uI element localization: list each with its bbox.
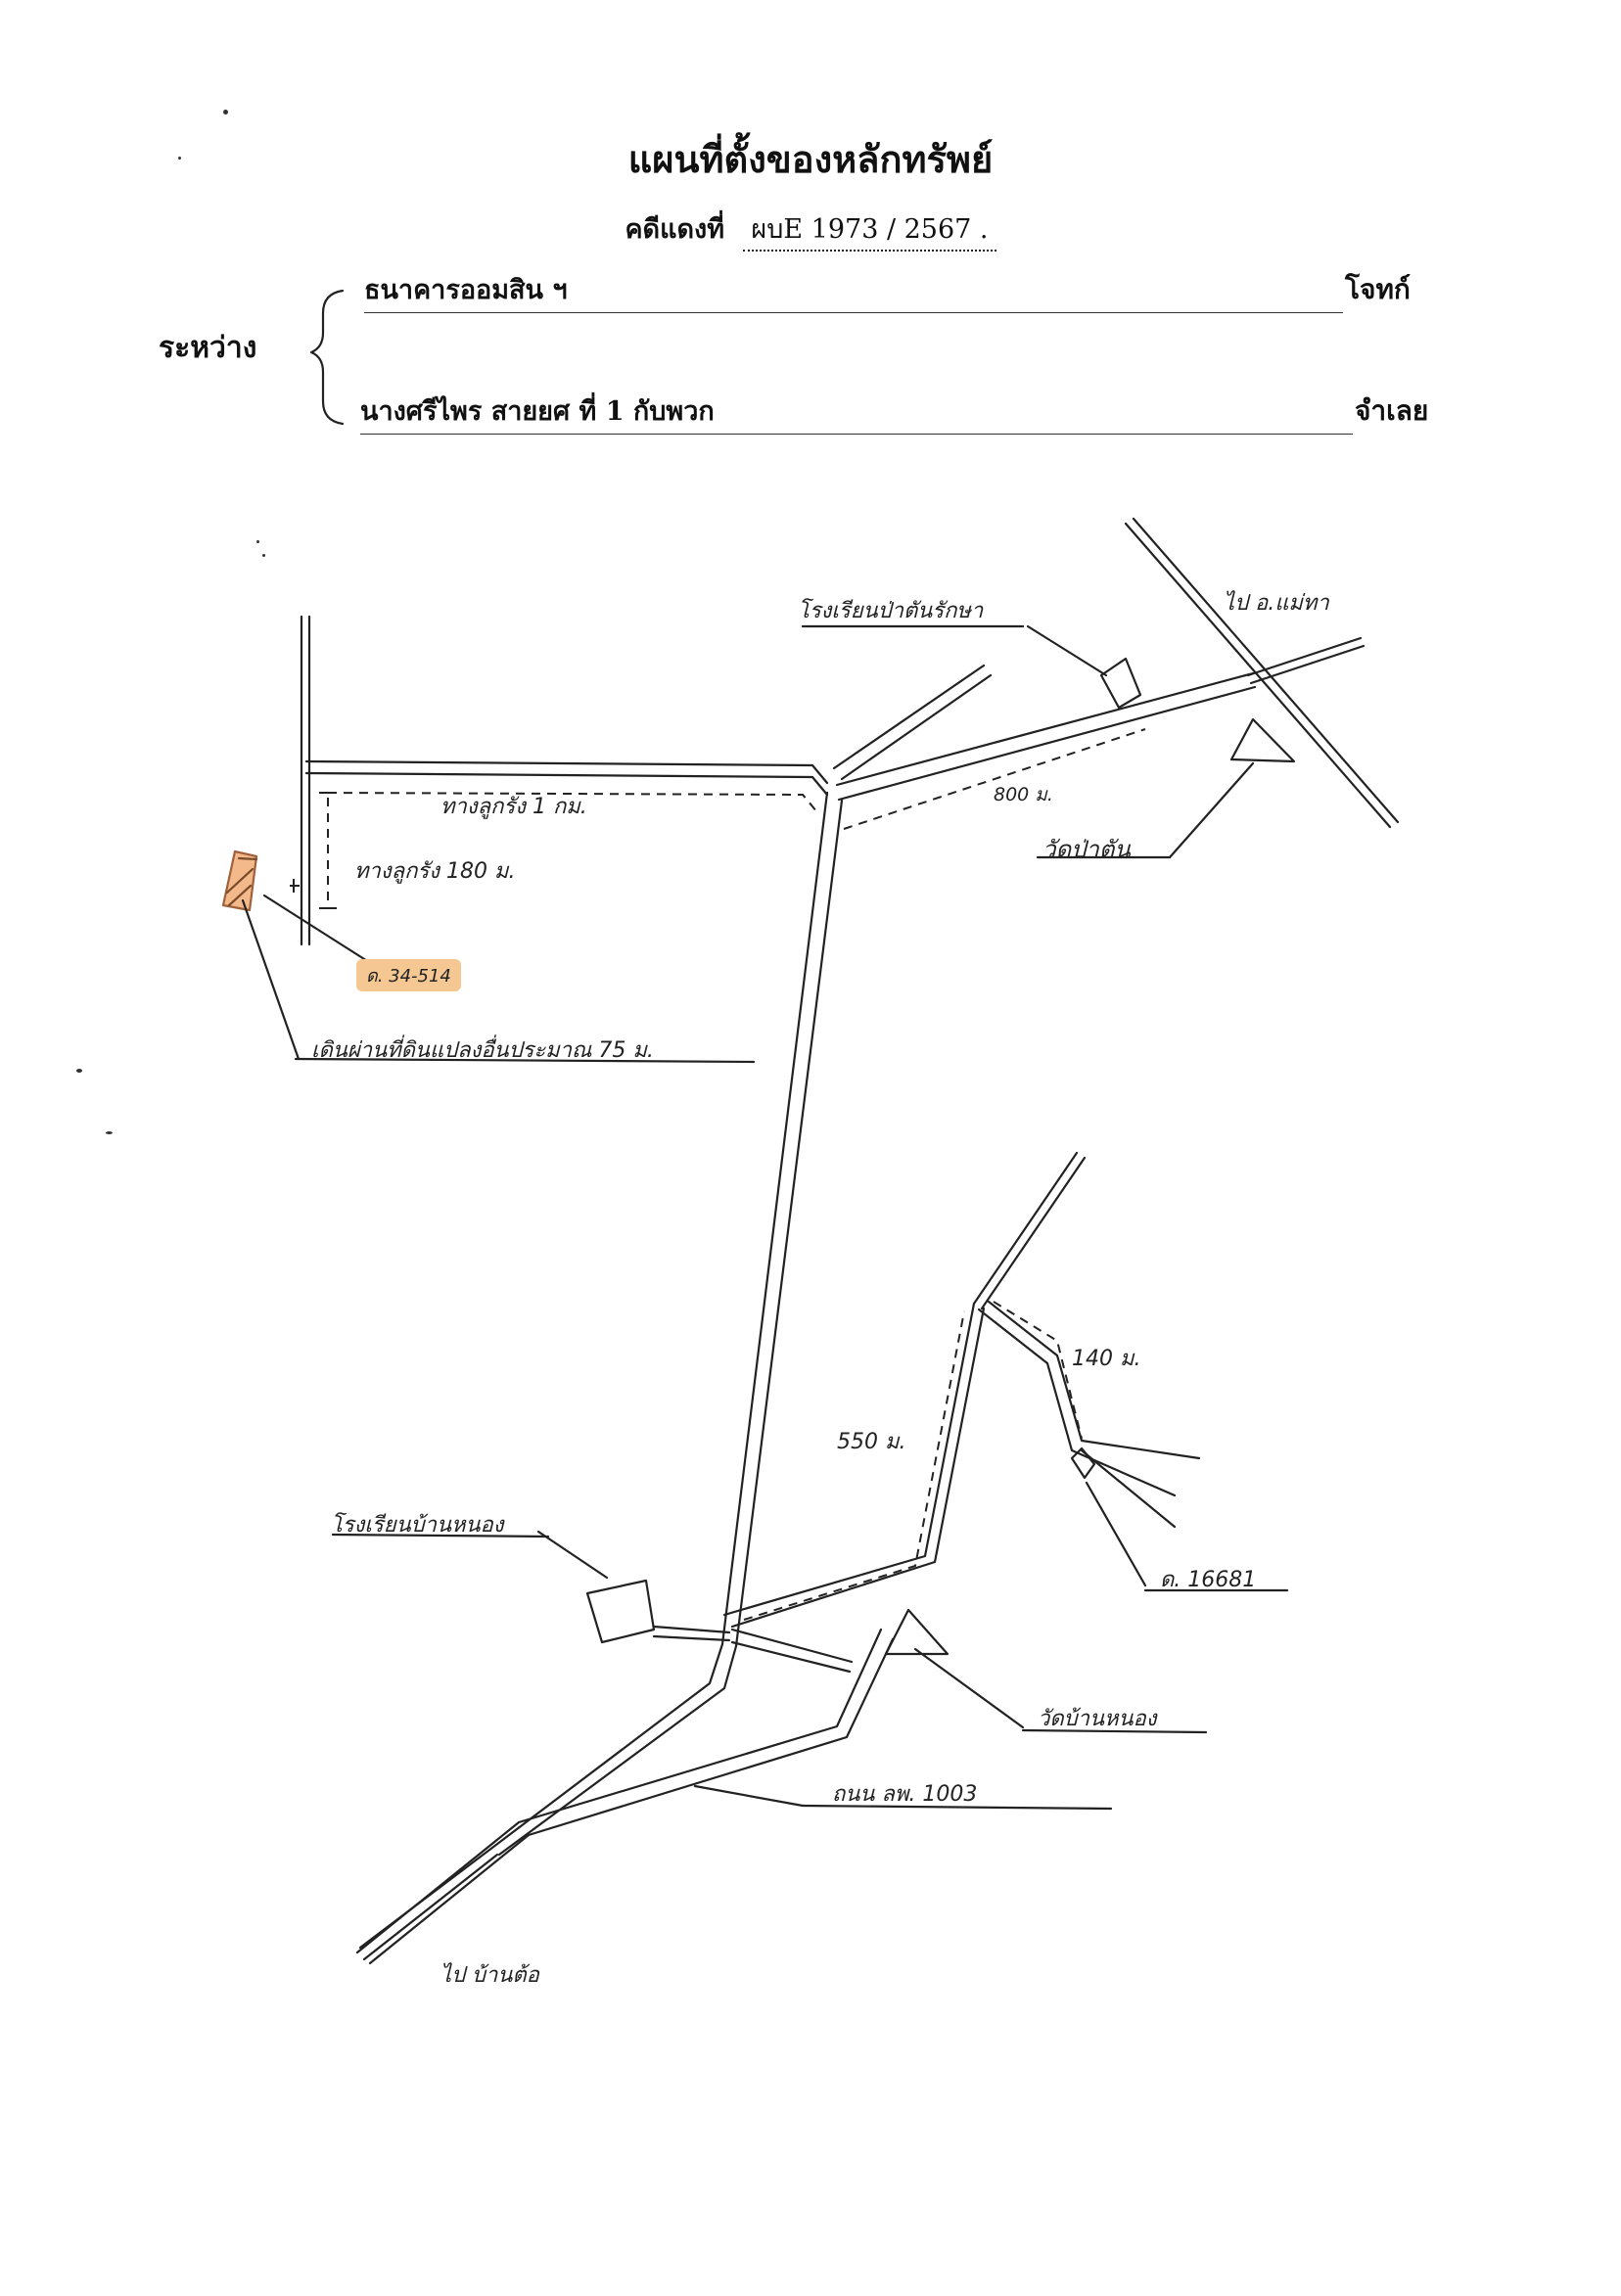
road-southwest-e — [368, 1637, 895, 1965]
label-parcel-b: ด. 16681 — [1160, 1568, 1257, 1592]
scan-speck — [223, 110, 228, 115]
road-stub-b — [840, 673, 993, 781]
parcel-b-shape — [1070, 1446, 1096, 1480]
cross-road-b — [730, 1640, 852, 1674]
road-southwest-d — [355, 1628, 883, 1954]
school-road-a — [652, 1625, 731, 1634]
plaintiff-name: ธนาคารออมสิน ฯ — [364, 268, 1343, 313]
temple-bottom-underline — [1021, 1728, 1208, 1734]
label-school-top: โรงเรียนป่าตันรักษา — [798, 599, 984, 623]
label-lane-1km: ทางลูกรัง 1 กม. — [440, 795, 587, 819]
temple-bottom-triangle — [884, 1608, 949, 1656]
road-east-2 — [1249, 644, 1366, 685]
defendant-name: นางศรีไพร สายยศ ที่ 1 กับพวก — [360, 390, 1353, 435]
south-inner-b — [730, 1307, 986, 1629]
school-top-shape — [1099, 657, 1142, 710]
label-walk-note: เดินผ่านที่ดินแปลงอื่นประมาณ 75 ม. — [311, 1038, 654, 1063]
case-number: ผบE 1973 / 2567 . — [743, 207, 996, 252]
pointer-temple-bottom — [913, 1647, 1025, 1729]
pointer-road-name — [693, 1784, 805, 1808]
road-southwest-b — [497, 1644, 738, 1857]
cross-road-a — [730, 1628, 854, 1664]
school-bottom-shape — [585, 1579, 656, 1644]
main-road-a — [720, 791, 829, 1646]
spur-c — [1080, 1448, 1177, 1529]
road-upper-branch-b — [837, 685, 1257, 802]
pointer-school-top — [1026, 624, 1108, 677]
label-road-name: ถนน ลพ. 1003 — [832, 1782, 978, 1807]
road-to-town-1 — [1124, 522, 1392, 829]
plaintiff-role: โจทก์ — [1345, 273, 1411, 305]
south-road-a — [972, 1151, 1079, 1306]
pointer-walk — [241, 898, 301, 1061]
label-to-town: ไป อ.แม่ทา — [1224, 591, 1329, 616]
lane-west-b — [304, 771, 829, 797]
south-road-b — [980, 1156, 1087, 1310]
page-title: แผนที่ตั้งของหลักทรัพย์ — [627, 137, 994, 181]
scan-speck — [76, 1069, 82, 1073]
scan-speck — [262, 554, 265, 557]
between-label: ระหว่าง — [159, 331, 257, 365]
road-upper-branch-a — [835, 671, 1255, 787]
scan-speck — [256, 540, 259, 543]
pointer-parcel-a — [262, 894, 374, 966]
label-school-bottom: โรงเรียนบ้านหนอง — [331, 1513, 504, 1538]
parties-brace — [309, 289, 345, 426]
road-southwest-a — [358, 1642, 724, 1950]
label-dist-550: 550 ม. — [837, 1430, 906, 1454]
pointer-temple-top — [1168, 761, 1255, 859]
dim-1km — [327, 792, 818, 813]
label-temple-bottom: วัดบ้านหนอง — [1038, 1707, 1157, 1731]
label-parcel-a: ด. 34-514 — [356, 959, 461, 991]
defendant-role: จำเลย — [1355, 394, 1429, 427]
road-name-underline — [801, 1804, 1113, 1811]
scan-speck — [106, 1131, 113, 1134]
south-inner-a — [722, 1302, 976, 1617]
dim-550 — [743, 1310, 965, 1621]
label-lane-180: ทางลูกรัง 180 ม. — [354, 859, 516, 884]
spur-b — [987, 1300, 1201, 1460]
label-to-village: ไป บ้านต้อ — [440, 1963, 539, 1988]
pointer-parcel-b — [1085, 1481, 1147, 1587]
road-stub-a — [832, 664, 986, 770]
pointer-school-bottom — [536, 1530, 609, 1580]
school-bottom-underline — [331, 1533, 550, 1538]
main-road-b — [734, 799, 844, 1648]
dim-800 — [843, 728, 1146, 830]
scan-speck — [178, 157, 181, 160]
school-road-b — [652, 1634, 731, 1642]
temple-top-triangle — [1229, 717, 1296, 763]
label-dist-140: 140 ม. — [1072, 1347, 1141, 1371]
note-underline — [294, 1057, 756, 1064]
road-southwest-c — [362, 1853, 499, 1961]
road-east — [1246, 636, 1363, 677]
label-temple-top: วัดป่าตัน — [1042, 836, 1131, 863]
lane-west-a — [304, 759, 829, 785]
case-label: คดีแดงที่ — [625, 214, 724, 245]
case-number-line: คดีแดงที่ ผบE 1973 / 2567 . — [0, 207, 1621, 252]
label-dist-800: 800 ม. — [994, 784, 1053, 805]
dim-140 — [993, 1301, 1083, 1440]
spur-a — [977, 1308, 1177, 1497]
